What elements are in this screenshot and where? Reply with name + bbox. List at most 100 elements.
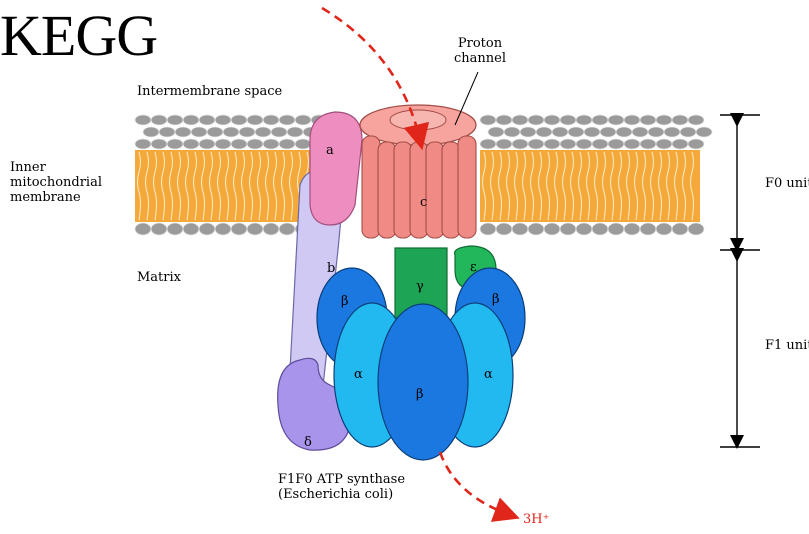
lipid-head xyxy=(279,223,295,235)
lipid-head xyxy=(592,139,608,149)
lipid-head xyxy=(279,115,295,125)
lipid-head xyxy=(512,223,528,235)
lipid-head xyxy=(544,223,560,235)
lipid-head xyxy=(231,115,247,125)
lipid-head xyxy=(488,127,504,137)
c-subunit-cylinder xyxy=(458,136,476,238)
lipid-head xyxy=(496,115,512,125)
lipid-head xyxy=(151,115,167,125)
label-subunit-c: c xyxy=(420,195,427,210)
lipid-head xyxy=(207,127,223,137)
label-subunit-beta-left: β xyxy=(341,294,349,309)
lipid-head xyxy=(560,223,576,235)
label-inner-membrane: Inner mitochondrial membrane xyxy=(10,160,102,205)
lipid-head xyxy=(632,127,648,137)
lipid-head xyxy=(135,139,151,149)
lipid-head xyxy=(584,127,600,137)
lipid-head xyxy=(608,115,624,125)
lipid-head xyxy=(287,127,303,137)
c-subunit-cylinder xyxy=(410,142,428,238)
lipid-head xyxy=(183,139,199,149)
lipid-head xyxy=(688,115,704,125)
lipid-head xyxy=(199,223,215,235)
label-subunit-gamma: γ xyxy=(416,279,424,294)
lipid-head xyxy=(151,139,167,149)
lipid-head xyxy=(255,127,271,137)
lipid-head xyxy=(183,115,199,125)
c-subunit-cylinder xyxy=(362,136,380,238)
label-f0-unit: F0 unit xyxy=(765,176,809,191)
lipid-head xyxy=(648,127,664,137)
lipid-head xyxy=(520,127,536,137)
lipid-head xyxy=(143,127,159,137)
lipid-head xyxy=(263,115,279,125)
lipid-head xyxy=(199,139,215,149)
label-subunit-epsilon: ε xyxy=(470,260,477,275)
lipid-head xyxy=(512,115,528,125)
lipid-head xyxy=(576,115,592,125)
lipid-head xyxy=(215,139,231,149)
label-subunit-alpha-left: α xyxy=(354,367,363,382)
lipid-head xyxy=(480,223,496,235)
lipid-head xyxy=(640,115,656,125)
c-subunit-cylinder xyxy=(442,142,460,238)
label-subunit-beta-front: β xyxy=(416,387,424,402)
lipid-head xyxy=(560,115,576,125)
lipid-head xyxy=(664,127,680,137)
lipid-head xyxy=(640,139,656,149)
lipid-head xyxy=(528,223,544,235)
lipid-head xyxy=(528,115,544,125)
label-f1-unit: F1 unit xyxy=(765,338,809,353)
lipid-head xyxy=(263,139,279,149)
lipid-head xyxy=(552,127,568,137)
lipid-head xyxy=(135,115,151,125)
subunit-a xyxy=(310,112,362,225)
c-ring-lumen xyxy=(390,110,446,130)
page-title: KEGG xyxy=(0,0,157,72)
lipid-head xyxy=(688,139,704,149)
lipid-head xyxy=(480,115,496,125)
lipid-head xyxy=(672,223,688,235)
lipid-head xyxy=(576,223,592,235)
lipid-head xyxy=(608,139,624,149)
membrane-right-segment xyxy=(480,115,712,235)
lipid-head xyxy=(560,139,576,149)
lipid-head xyxy=(608,223,624,235)
label-subunit-a: a xyxy=(326,143,334,158)
lipid-head xyxy=(231,223,247,235)
label-subunit-beta-right: β xyxy=(492,292,500,307)
lipid-head xyxy=(600,127,616,137)
lipid-head xyxy=(696,127,712,137)
lipid-head xyxy=(656,115,672,125)
label-matrix: Matrix xyxy=(137,270,181,285)
lipid-head xyxy=(247,223,263,235)
lipid-head xyxy=(279,139,295,149)
lipid-head xyxy=(167,115,183,125)
lipid-head xyxy=(159,127,175,137)
lipid-head xyxy=(191,127,207,137)
lipid-head xyxy=(656,223,672,235)
lipid-head xyxy=(263,223,279,235)
subunit-beta-front xyxy=(378,304,468,460)
lipid-head xyxy=(656,139,672,149)
lipid-head xyxy=(592,223,608,235)
lipid-head xyxy=(672,139,688,149)
lipid-head xyxy=(496,223,512,235)
lipid-head xyxy=(247,139,263,149)
lipid-head xyxy=(512,139,528,149)
lipid-head xyxy=(199,115,215,125)
lipid-head xyxy=(271,127,287,137)
lipid-head xyxy=(688,223,704,235)
lipid-head xyxy=(544,115,560,125)
lipid-head xyxy=(616,127,632,137)
proton-out-arrow xyxy=(440,452,510,515)
lipid-head xyxy=(680,127,696,137)
c-subunit-cylinder xyxy=(394,142,412,238)
lipid-head xyxy=(536,127,552,137)
lipid-head xyxy=(231,139,247,149)
label-subunit-delta: δ xyxy=(304,435,312,450)
unit-scale xyxy=(720,115,760,447)
lipid-head xyxy=(624,223,640,235)
lipid-head xyxy=(239,127,255,137)
